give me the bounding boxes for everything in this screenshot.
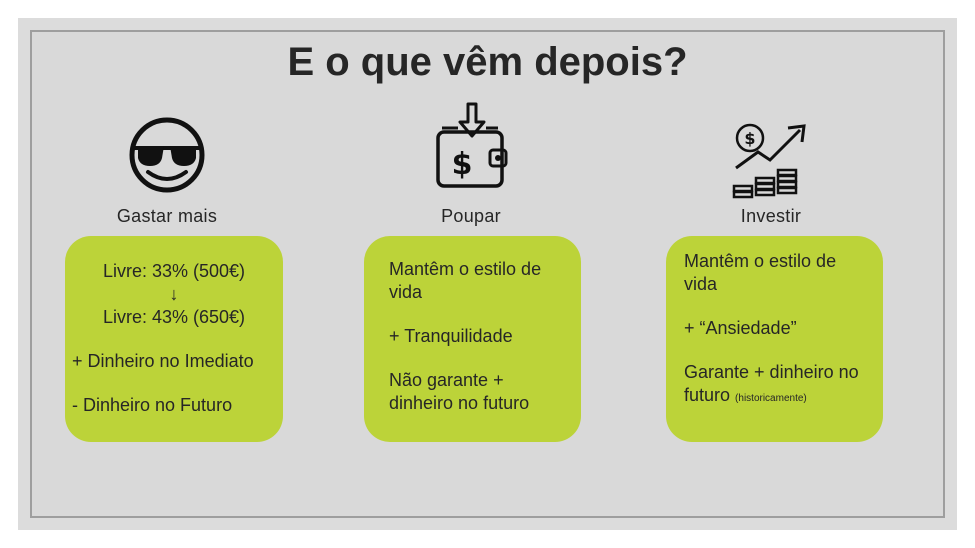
card-gastar-mais: Livre: 33% (500€) ↓ Livre: 43% (650€) + … bbox=[65, 236, 283, 442]
card-line: + Tranquilidade bbox=[389, 326, 513, 346]
svg-text:$: $ bbox=[744, 129, 755, 148]
card-line: + Dinheiro no Imediato bbox=[72, 351, 254, 371]
card-line: Garante + dinheiro no futuro bbox=[684, 362, 859, 405]
card-line: Mantêm o estilo de vida bbox=[389, 259, 542, 302]
label-gastar-mais: Gastar mais bbox=[116, 206, 218, 226]
card-poupar: Mantêm o estilo de vida + Tranquilidade … bbox=[364, 236, 581, 442]
card-line: Livre: 33% (500€) bbox=[102, 261, 246, 281]
svg-text:$: $ bbox=[452, 147, 473, 182]
wallet-deposit-icon: $ bbox=[436, 102, 508, 188]
card-line: Não garante + dinheiro no futuro bbox=[389, 370, 530, 413]
label-investir: Investir bbox=[740, 206, 802, 226]
card-line: Mantêm o estilo de vida bbox=[684, 251, 837, 294]
down-arrow: ↓ bbox=[169, 284, 179, 304]
card-note: (historicamente) bbox=[735, 393, 807, 404]
card-line: + “Ansiedade” bbox=[684, 318, 797, 338]
investment-growth-icon: $ bbox=[732, 123, 806, 199]
card-line: Livre: 43% (650€) bbox=[102, 307, 246, 327]
label-poupar: Poupar bbox=[441, 206, 501, 226]
slide-title: E o que vêm depois? bbox=[287, 40, 688, 84]
sunglasses-smiley-icon bbox=[129, 117, 205, 193]
card-investir: Mantêm o estilo de vida + “Ansiedade” Ga… bbox=[666, 236, 883, 442]
card-line: - Dinheiro no Futuro bbox=[72, 395, 233, 415]
